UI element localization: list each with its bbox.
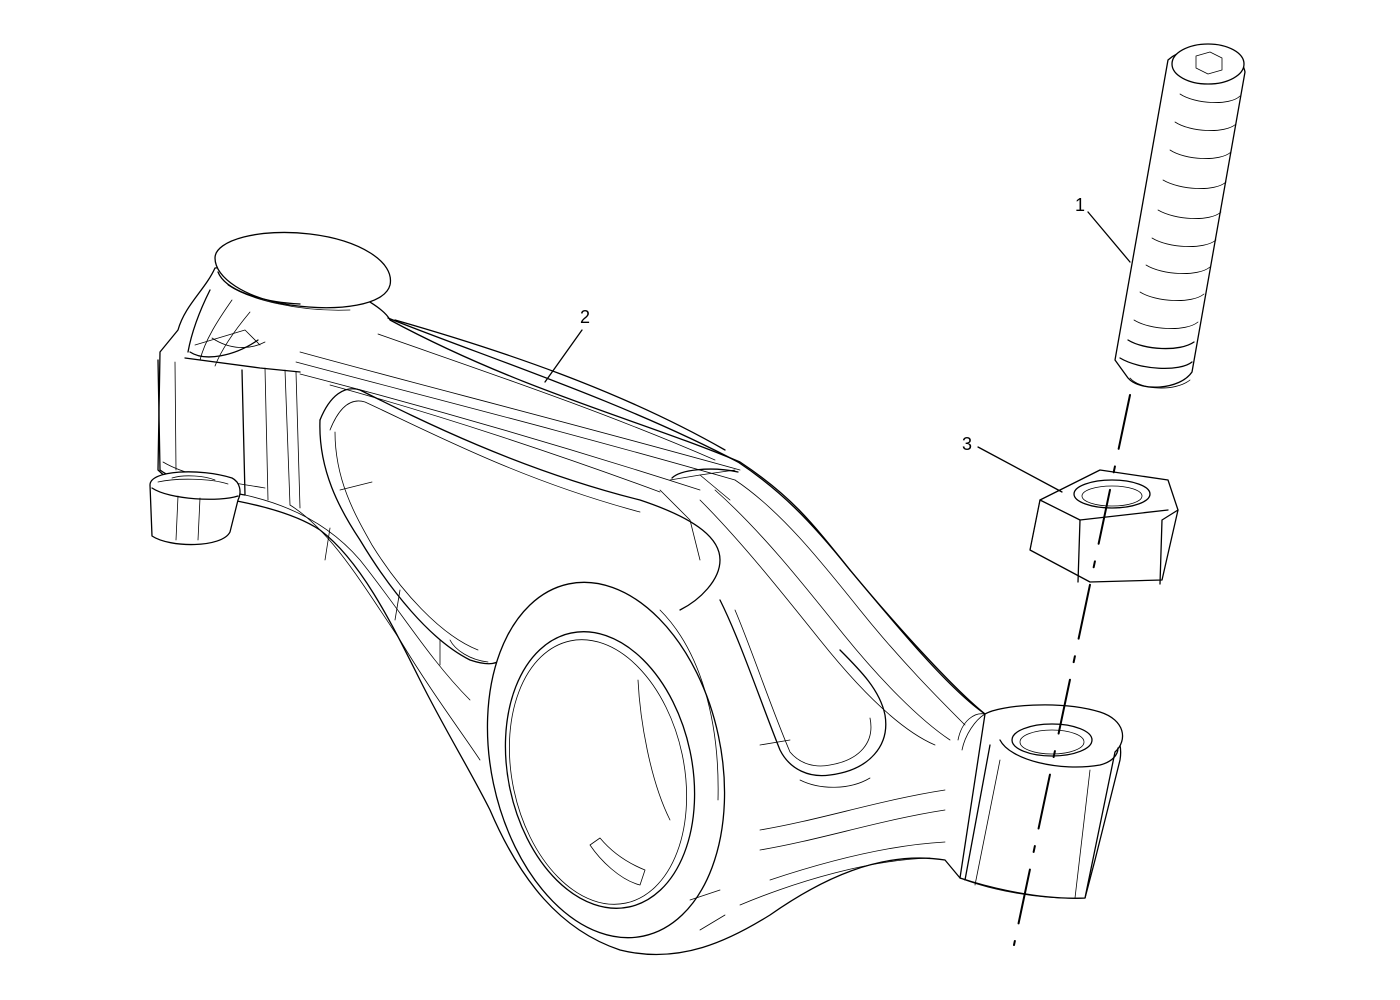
contact-pad — [214, 231, 392, 309]
callout-3: 3 — [962, 434, 1063, 493]
leader-line-3 — [977, 446, 1063, 493]
callout-label-2: 2 — [580, 307, 590, 327]
shaft-bore-ring — [486, 581, 726, 939]
callout-1: 1 — [1075, 195, 1131, 263]
callout-label-3: 3 — [962, 434, 972, 454]
callout-label-1: 1 — [1075, 195, 1085, 215]
locknut — [1029, 469, 1179, 585]
adjusting-screw — [1114, 43, 1246, 389]
callout-2: 2 — [544, 307, 590, 383]
rocker-arm — [149, 231, 1124, 956]
right-boss — [959, 704, 1124, 899]
pin-end — [149, 471, 241, 546]
leader-line-2 — [544, 329, 583, 383]
hex-socket-icon — [1195, 51, 1223, 75]
leader-line-1 — [1087, 211, 1131, 263]
